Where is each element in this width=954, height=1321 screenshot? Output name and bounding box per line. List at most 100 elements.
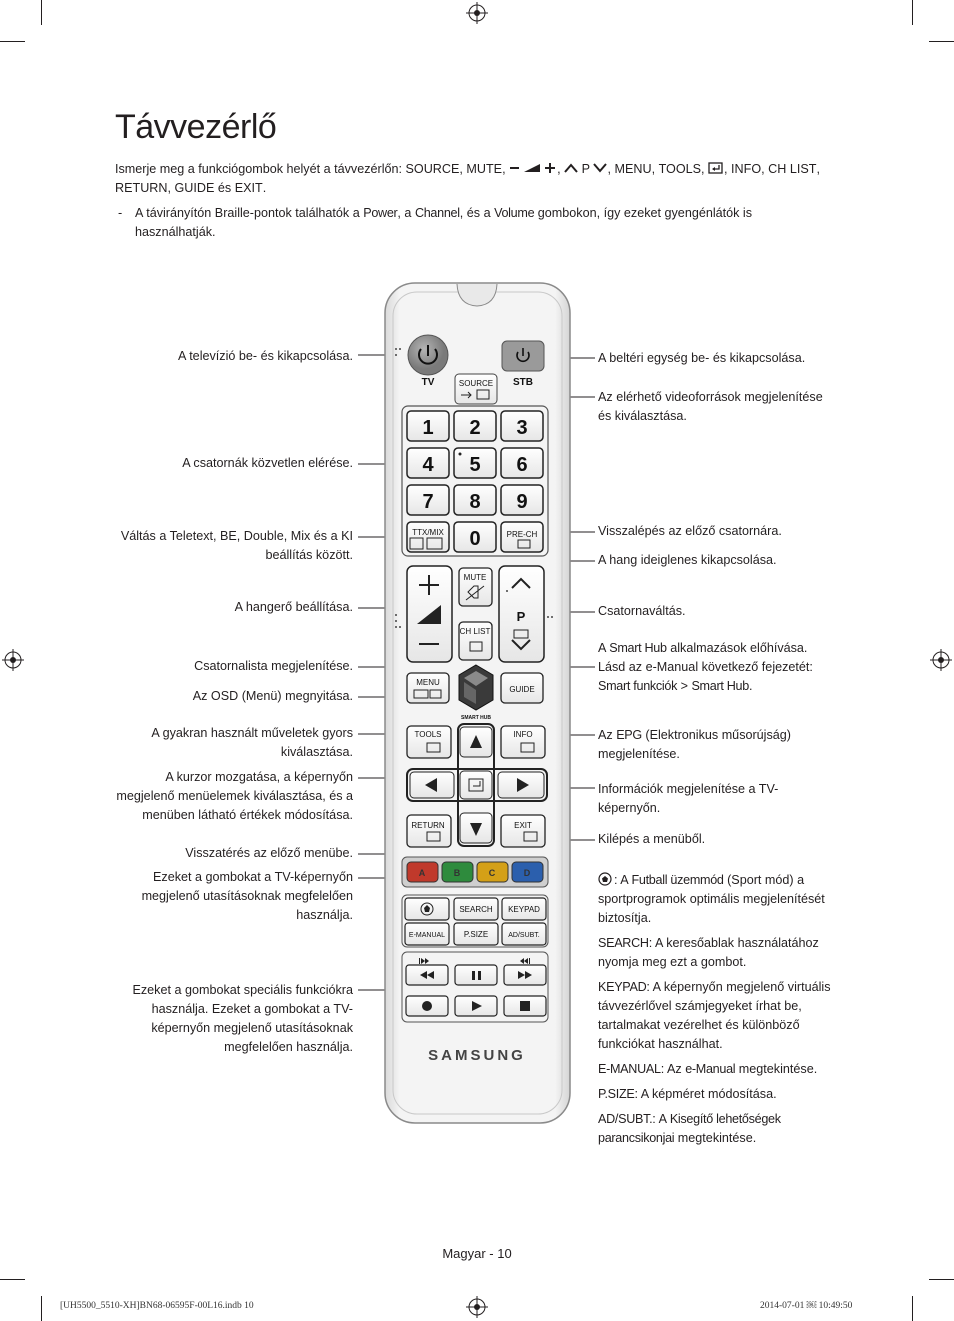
crop-mark	[912, 1296, 913, 1321]
arrow-left-icon	[425, 778, 437, 792]
label-menu: Az OSD (Menü) megnyitása.	[192, 689, 353, 703]
intro-chlist: CH LIST	[768, 162, 817, 176]
intro-es: és	[217, 181, 232, 195]
svg-text:D: D	[524, 868, 531, 878]
channel-up-icon	[564, 163, 578, 173]
svg-text:RETURN: RETURN	[411, 821, 445, 830]
intro-prefix: Ismerje meg a funkciógombok helyét a táv…	[115, 162, 406, 176]
svg-text:1: 1	[422, 417, 433, 439]
svg-text:GUIDE: GUIDE	[509, 685, 534, 694]
color-button-d	[511, 861, 544, 883]
svg-text:TOOLS: TOOLS	[415, 730, 442, 739]
crop-mark	[41, 1296, 42, 1321]
intro-p: P	[581, 162, 590, 176]
svg-text:6: 6	[516, 454, 527, 476]
label-guide: Az EPG (Elektronikus műsorújság)megjelen…	[598, 728, 791, 761]
svg-text:INFO: INFO	[513, 730, 532, 739]
page-title: Távvezérlő	[115, 108, 277, 146]
label-exit: Kilépés a menüből.	[598, 832, 706, 846]
tv-label: TV	[422, 377, 435, 388]
svg-text:EXIT: EXIT	[514, 821, 532, 830]
label-ttx: Váltás a Teletext, BE, Double, Mix és a …	[120, 529, 353, 562]
intro-tools: TOOLS	[658, 162, 702, 176]
intro-exit: EXIT	[234, 181, 263, 195]
label-chlist: Csatornalista megjelenítése.	[194, 659, 353, 673]
svg-text:SEARCH: SEARCH	[459, 905, 493, 914]
file-slug: [UH5500_5510-XH]BN68-06595F-00L16.indb 1…	[60, 1301, 254, 1311]
note-channel: Channel	[414, 206, 460, 220]
label-channels: A csatornák közvetlen elérése.	[182, 456, 353, 470]
label-info: Információk megjelenítése a TV-képernyőn…	[598, 782, 779, 815]
arrow-right-icon	[517, 778, 529, 792]
crop-mark	[0, 41, 25, 42]
channel-down-icon	[593, 163, 608, 173]
intro-mute: MUTE	[466, 162, 503, 176]
intro-menu: MENU	[614, 162, 652, 176]
intro-text: Ismerje meg a funkciógombok helyét a táv…	[115, 162, 820, 195]
svg-text:A: A	[419, 868, 426, 878]
football-icon	[598, 872, 612, 886]
arrow-down-icon	[470, 823, 482, 836]
note-volume: Volume	[494, 206, 535, 220]
volume-icon	[510, 163, 556, 173]
crop-mark	[0, 1279, 25, 1280]
svg-text:MENU: MENU	[416, 678, 440, 687]
svg-text:7: 7	[422, 491, 433, 513]
intro-guide: GUIDE	[174, 181, 215, 195]
svg-text:0: 0	[469, 528, 480, 550]
svg-text:2: 2	[469, 417, 480, 439]
crop-mark	[912, 0, 913, 25]
page-number: Magyar - 10	[442, 1246, 512, 1261]
svg-text:PRE-CH: PRE-CH	[507, 530, 538, 539]
source-label: SOURCE	[459, 379, 493, 388]
svg-text:E-MANUAL: E-MANUAL	[409, 932, 445, 939]
color-button-c	[476, 861, 509, 883]
svg-text:SMART HUB: SMART HUB	[461, 715, 491, 721]
svg-text:5: 5	[469, 454, 480, 476]
intro-info: INFO	[731, 162, 762, 176]
svg-text:B: B	[454, 868, 461, 878]
label-tv-power: A televízió be- és kikapcsolása.	[177, 349, 353, 363]
note-dash: -	[118, 206, 123, 220]
label-smart-hub: A Smart Hub alkalmazások előhívása.Lásd …	[598, 641, 813, 693]
intro-return: RETURN	[115, 181, 168, 195]
arrow-up-icon	[470, 735, 482, 748]
svg-text:C: C	[489, 868, 496, 878]
svg-text:3: 3	[516, 417, 527, 439]
label-stb-power: A beltéri egység be- és kikapcsolása.	[598, 351, 806, 365]
color-button-b	[441, 861, 474, 883]
svg-text:P.SIZE: P.SIZE	[464, 930, 488, 939]
samsung-logo: SAMSUNG	[428, 1047, 526, 1064]
crop-mark	[41, 0, 42, 25]
color-button-a	[406, 861, 439, 883]
svg-text:KEYPAD: KEYPAD	[508, 905, 540, 914]
date-slug: 2014-07-01 ￼ 10:49:50	[760, 1301, 853, 1311]
label-volume: A hangerő beállítása.	[234, 600, 353, 614]
crop-mark	[929, 41, 954, 42]
svg-text:MUTE: MUTE	[464, 573, 487, 582]
svg-text:P: P	[517, 609, 526, 624]
label-prech: Visszalépés az előző csatornára.	[598, 524, 782, 538]
football-icon	[420, 902, 434, 916]
svg-text:9: 9	[516, 491, 527, 513]
label-channel: Csatornaváltás.	[598, 604, 686, 618]
svg-text:AD/SUBT.: AD/SUBT.	[508, 932, 540, 939]
label-return: Visszatérés az előző menübe.	[185, 846, 353, 860]
label-mute: A hang ideiglenes kikapcsolása.	[598, 553, 777, 567]
enter-icon	[708, 162, 723, 174]
svg-text:8: 8	[469, 491, 480, 513]
intro-source: SOURCE	[405, 162, 460, 176]
svg-text:CH LIST: CH LIST	[460, 627, 491, 636]
label-psize: P.SIZE: A képméret módosítása.	[598, 1087, 777, 1101]
stb-label: STB	[513, 377, 533, 388]
